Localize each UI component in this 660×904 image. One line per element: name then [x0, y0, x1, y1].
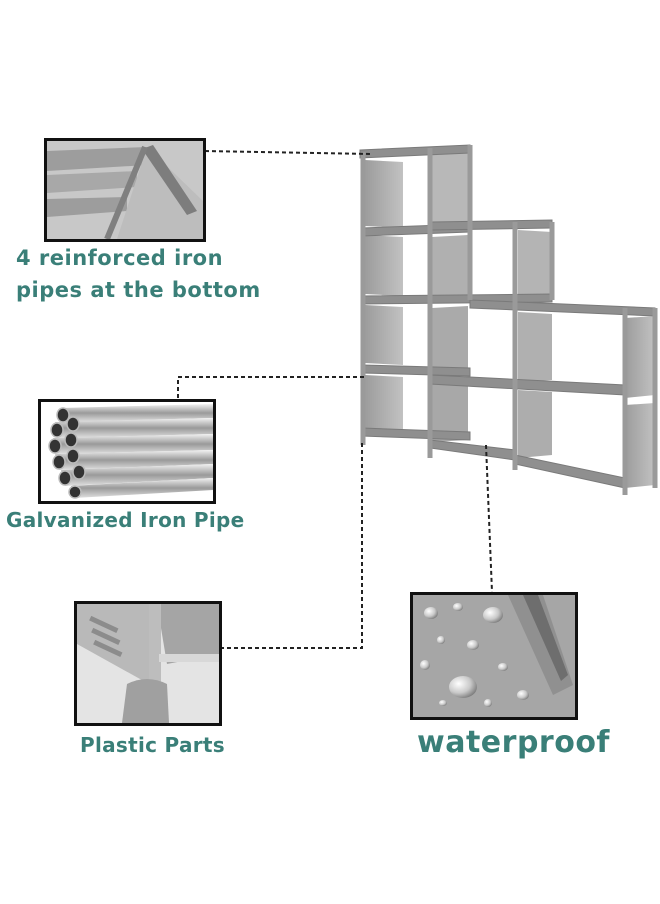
water-droplets-detail-frame [410, 592, 578, 720]
caption-line-2: pipes at the bottom [16, 278, 261, 302]
caption-reinforced-pipes: 4 reinforced iron pipes at the bottom [16, 242, 261, 306]
shelf-boards [359, 144, 656, 489]
caption-line-1: 4 reinforced iron [16, 246, 224, 270]
pipe-bundle-detail-frame [38, 399, 216, 504]
shelf-corner-icon [47, 141, 203, 239]
shelf-panels [365, 153, 655, 488]
caption-plastic: Plastic Parts [80, 733, 225, 757]
water-droplets-icon [413, 595, 575, 717]
plastic-joint-detail-frame [74, 601, 222, 726]
pipe-bundle-icon [41, 402, 213, 501]
shelf-posts [360, 145, 658, 495]
caption-galvanized: Galvanized Iron Pipe [6, 508, 245, 532]
shelf-corner-detail-frame [44, 138, 206, 242]
plastic-joint-icon [77, 604, 219, 723]
caption-waterproof: waterproof [417, 725, 610, 760]
